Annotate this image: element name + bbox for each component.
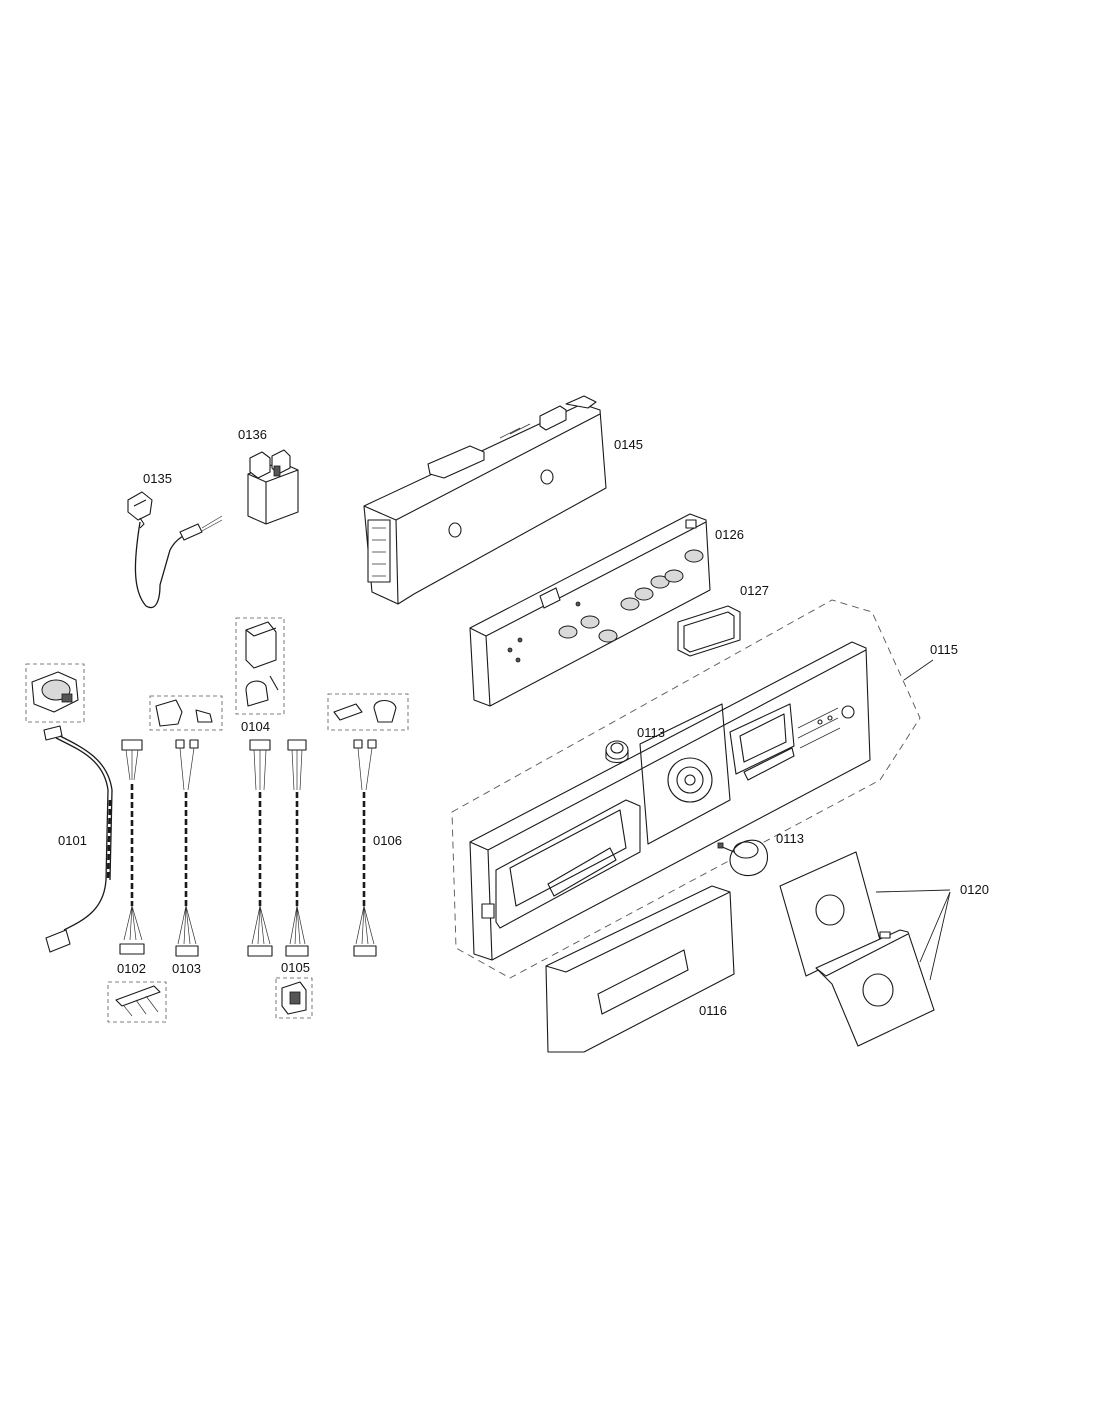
label-0135: 0135	[143, 471, 172, 486]
harness-0106-part	[327, 693, 409, 957]
control-pcb-part	[469, 513, 711, 707]
label-0113-upper: 0113	[637, 725, 665, 740]
label-0102: 0102	[117, 961, 146, 976]
label-0113-lower: 0113	[776, 831, 804, 846]
leader-lines	[875, 659, 951, 981]
label-0127: 0127	[740, 583, 769, 598]
mounting-brackets-part	[779, 851, 935, 1047]
label-0115: 0115	[930, 642, 958, 657]
label-0101: 0101	[58, 833, 87, 848]
power-cord-part	[127, 491, 223, 609]
motor-harness-part	[25, 663, 113, 953]
fascia-group-outline	[451, 599, 921, 979]
label-0105: 0105	[281, 960, 310, 975]
label-0104: 0104	[241, 719, 270, 734]
label-0120: 0120	[960, 882, 989, 897]
knob-lower-part	[717, 839, 769, 877]
label-0145: 0145	[614, 437, 643, 452]
knob-upper-part	[605, 740, 629, 764]
control-module-housing-part	[363, 395, 607, 605]
display-window-part	[677, 605, 741, 657]
harness-0103-part	[149, 695, 223, 957]
label-0126: 0126	[715, 527, 744, 542]
harness-0105-part	[275, 739, 313, 1019]
detergent-drawer-front-part	[545, 885, 735, 1053]
label-0116: 0116	[699, 1003, 727, 1018]
pcb-encoders	[558, 549, 704, 643]
harness-0104-part	[235, 617, 285, 957]
label-0103: 0103	[172, 961, 201, 976]
label-0136: 0136	[238, 427, 267, 442]
control-panel-fascia-part	[469, 641, 871, 961]
interference-filter-part	[247, 449, 299, 525]
label-0106: 0106	[373, 833, 402, 848]
harness-0102-part	[107, 739, 167, 1023]
